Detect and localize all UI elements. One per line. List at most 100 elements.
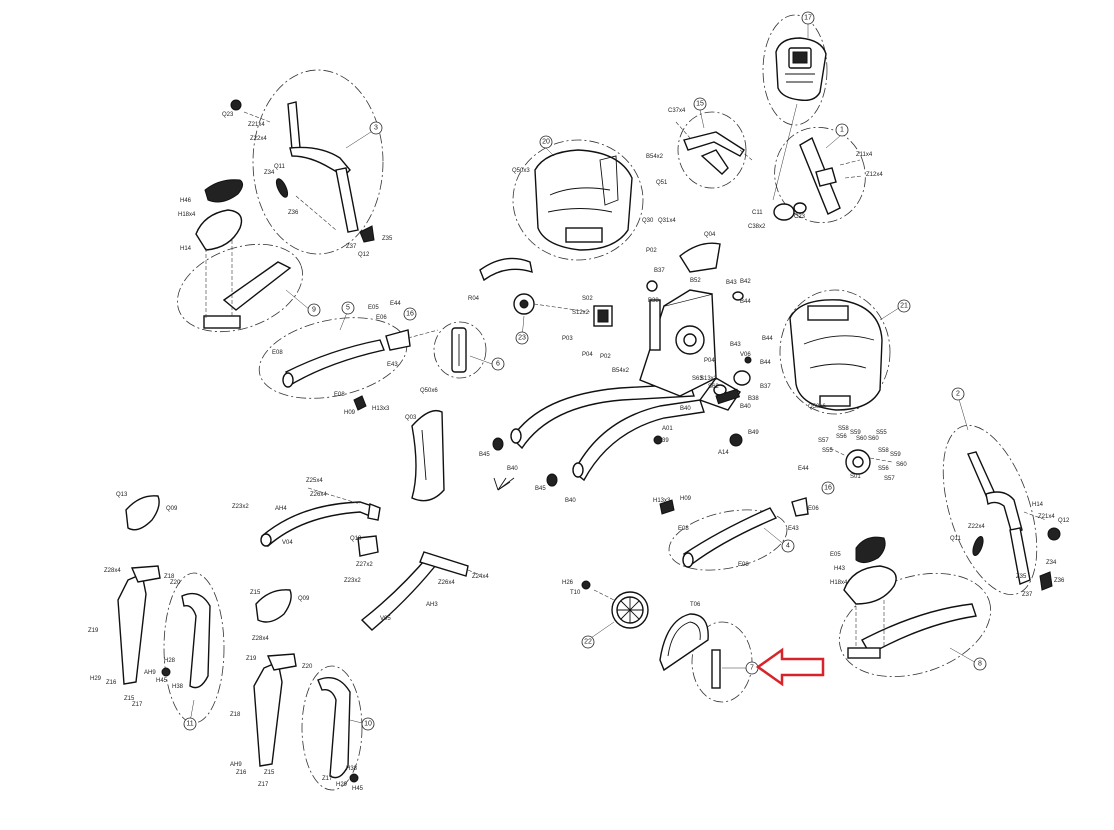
part-label: B39 bbox=[658, 438, 669, 444]
group-2-outline bbox=[942, 424, 1038, 596]
group-20-outline bbox=[512, 139, 644, 261]
part-label: H28 bbox=[164, 658, 176, 664]
part-label: Q03 bbox=[405, 415, 417, 421]
part-label: E05 bbox=[368, 305, 379, 311]
part-label: R04 bbox=[468, 296, 480, 302]
part-label: Z12x4 bbox=[866, 172, 883, 178]
part-label: S60 bbox=[896, 462, 907, 468]
part-label: T10 bbox=[570, 590, 581, 596]
part-label: S56 bbox=[878, 466, 889, 472]
callout-6: 6 bbox=[491, 357, 505, 371]
group-3-outline bbox=[252, 69, 384, 255]
part-label: E08 bbox=[272, 350, 283, 356]
part-label: Z15 bbox=[264, 770, 275, 776]
part-labels: C37x4C11C38x2C23Z11x4Z12x4Q50x3B54x2Q51Q… bbox=[88, 108, 1070, 792]
part-label: H38 bbox=[346, 766, 358, 772]
part-label: B40 bbox=[565, 498, 576, 504]
part-label: H45 bbox=[156, 678, 168, 684]
svg-text:10: 10 bbox=[364, 721, 372, 728]
part-label: V04 bbox=[282, 540, 293, 546]
part-label: AH9 bbox=[230, 762, 242, 768]
group-9-outline bbox=[177, 243, 303, 333]
part-label: P02 bbox=[600, 354, 611, 360]
handle-post-assembly bbox=[773, 136, 863, 221]
part-label: A01 bbox=[662, 426, 673, 432]
console-assembly bbox=[772, 37, 827, 201]
part-label: Z16 bbox=[106, 680, 117, 686]
callout-10: 10 bbox=[361, 717, 375, 731]
part-label: Z37 bbox=[346, 244, 357, 250]
part-label: H13x3 bbox=[653, 498, 671, 504]
group-1-outline bbox=[774, 126, 866, 224]
svg-text:6: 6 bbox=[496, 361, 500, 368]
part-label: H29 bbox=[336, 782, 348, 788]
callout-7: 7 bbox=[745, 661, 759, 675]
group-6-outline bbox=[433, 321, 487, 379]
callout-5: 5 bbox=[341, 301, 355, 315]
part-label: Z15 bbox=[124, 696, 135, 702]
part-label: B54x2 bbox=[646, 154, 664, 160]
part-label: C37x4 bbox=[668, 108, 686, 114]
part-label: Z34 bbox=[264, 170, 275, 176]
part-label: B37 bbox=[654, 268, 665, 274]
part-label: B44 bbox=[762, 336, 773, 342]
part-label: Q09 bbox=[298, 596, 310, 602]
part-label: B43 bbox=[730, 342, 741, 348]
part-label: Z35 bbox=[1016, 574, 1027, 580]
right-foot-tube bbox=[659, 497, 809, 568]
part-label: E44 bbox=[390, 301, 401, 307]
part-label: Q11 bbox=[950, 536, 962, 542]
part-label: S56 bbox=[836, 434, 847, 440]
right-shroud bbox=[789, 299, 883, 411]
callout-23: 23 bbox=[515, 331, 529, 345]
crank-link bbox=[451, 327, 467, 373]
part-label: H09 bbox=[344, 410, 356, 416]
part-label: E43 bbox=[788, 526, 799, 532]
callout-22: 22 bbox=[581, 635, 595, 649]
part-label: Z22x4 bbox=[250, 136, 267, 142]
left-pedal-assembly bbox=[195, 179, 292, 329]
part-label: Q23 bbox=[222, 112, 234, 118]
part-label: Z24x4 bbox=[472, 574, 489, 580]
part-label: E44 bbox=[798, 466, 809, 472]
left-pedal-arm-assembly bbox=[230, 99, 375, 243]
callout-21: 21 bbox=[897, 299, 911, 313]
part-label: Q30 bbox=[642, 218, 654, 224]
callout-8: 8 bbox=[973, 657, 987, 671]
part-label: Q11 bbox=[274, 164, 286, 170]
svg-text:20: 20 bbox=[542, 139, 550, 146]
leader-lines bbox=[189, 24, 979, 725]
part-label: Z27x2 bbox=[356, 562, 373, 568]
part-label: Z17 bbox=[322, 776, 333, 782]
part-label: B43 bbox=[726, 280, 737, 286]
group-21-outline bbox=[779, 289, 891, 415]
part-label: Z23x2 bbox=[344, 578, 361, 584]
part-label: H13x3 bbox=[372, 406, 390, 412]
part-label: E08 bbox=[334, 392, 345, 398]
part-label: P02 bbox=[646, 248, 657, 254]
part-label: Q51 bbox=[656, 180, 668, 186]
svg-text:23: 23 bbox=[518, 335, 526, 342]
part-label: Q04 bbox=[704, 232, 716, 238]
part-label: Z17 bbox=[132, 702, 143, 708]
part-label: S59 bbox=[890, 452, 901, 458]
part-label: Q50x6 bbox=[808, 404, 826, 410]
part-label: C11 bbox=[752, 210, 763, 216]
part-label: C23 bbox=[794, 214, 806, 220]
part-label: Q12 bbox=[1058, 518, 1070, 524]
part-label: A14 bbox=[718, 450, 729, 456]
part-label: AH4 bbox=[275, 506, 287, 512]
handlebar-assembly bbox=[675, 121, 753, 175]
part-label: E06 bbox=[808, 506, 819, 512]
part-label: H14 bbox=[180, 246, 192, 252]
part-label: B52 bbox=[690, 278, 701, 284]
part-label: H29 bbox=[90, 676, 102, 682]
part-label: Z18 bbox=[164, 574, 175, 580]
drive-components bbox=[479, 242, 752, 364]
part-label: S13x2 bbox=[700, 376, 718, 382]
part-label: P04 bbox=[704, 358, 715, 364]
part-label: Z20 bbox=[302, 664, 313, 670]
part-label: Z35 bbox=[382, 236, 393, 242]
wheel-assembly bbox=[581, 580, 721, 689]
